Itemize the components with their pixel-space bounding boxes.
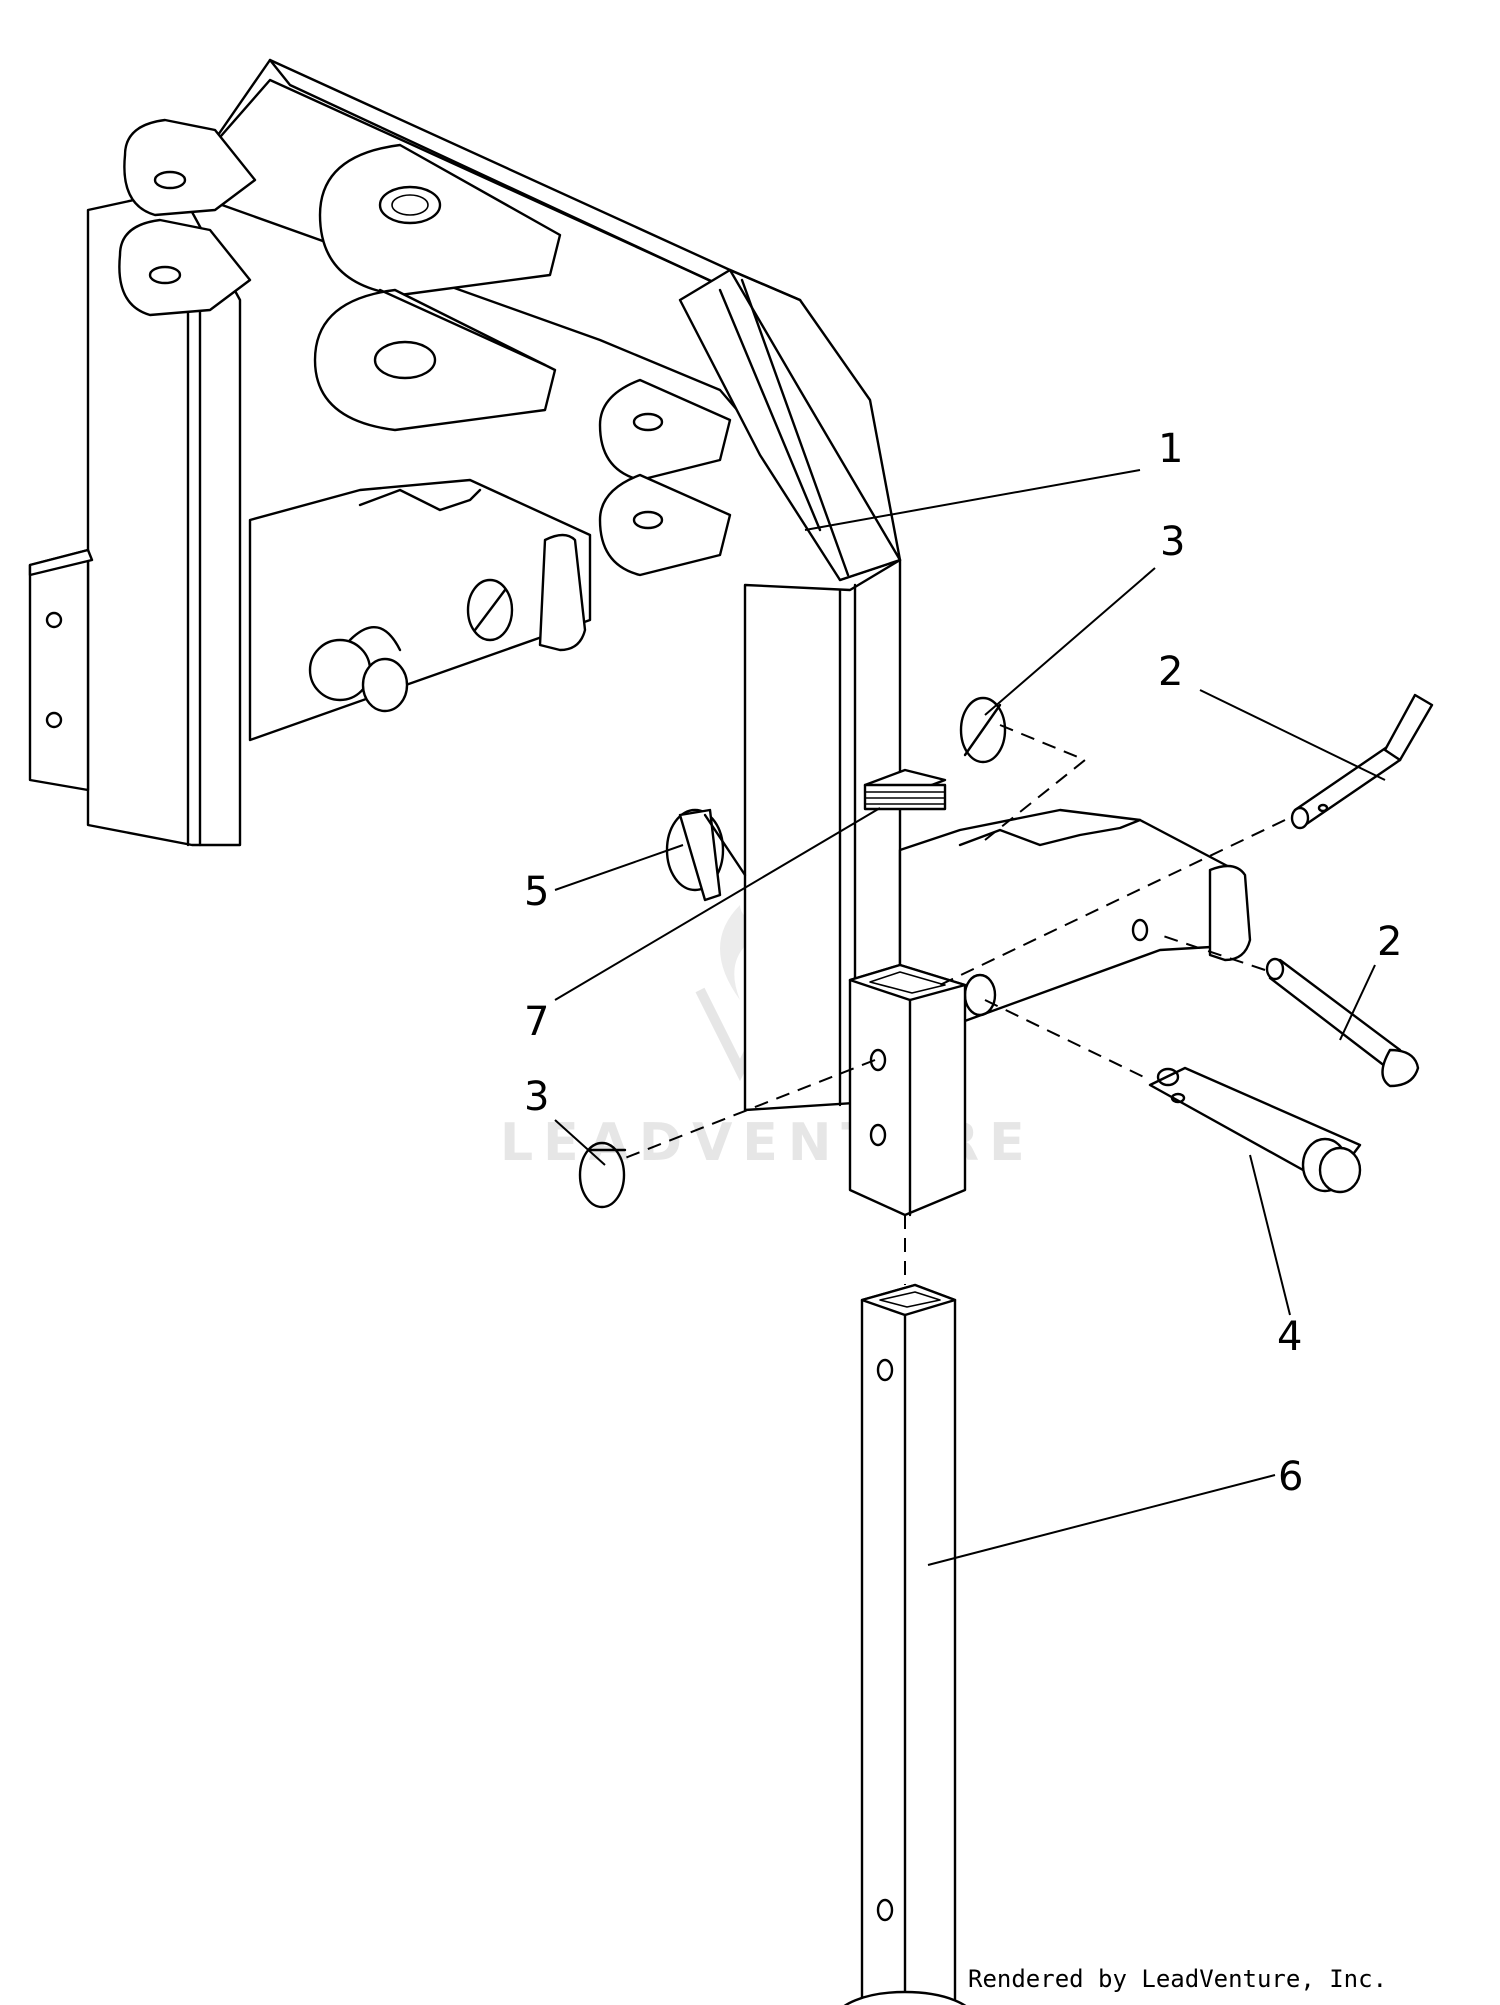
lug-bracket-right [598,378,732,577]
part-3-lynch-pin-upper [959,696,1007,764]
callout-2-lower: 2 [1377,919,1402,965]
part-5-hitch-clip [665,808,747,902]
part-2-pin-upper [1290,693,1434,830]
callouts: 1 3 2 2 5 7 3 4 6 [524,426,1402,1500]
part-7-cap [863,768,947,811]
leader-lines [554,469,1386,1566]
part-4-clevis-pin [1148,1066,1362,1194]
part-3-lynch-pin-lower [578,1141,627,1209]
callout-6: 6 [1278,1454,1303,1500]
callout-4: 4 [1277,1314,1302,1360]
callout-5: 5 [524,869,549,915]
part-2-pin-lower [1265,957,1420,1088]
slider-arm-left [248,478,592,742]
lug-bracket-top-middle [313,143,562,432]
receiver-sleeve [848,963,967,1217]
callout-3-upper: 3 [1160,519,1185,565]
callout-7: 7 [524,999,549,1045]
part-1-main-frame [28,58,1252,1217]
callout-1: 1 [1158,426,1183,472]
callout-3-lower: 3 [524,1074,549,1120]
slider-arm-right [898,808,1252,1042]
render-credit: Rendered by LeadVenture, Inc. [968,1965,1388,1993]
callout-2-upper: 2 [1158,649,1183,695]
assembly-lines [619,724,1286,1285]
part-6-stand-leg [843,1283,967,2005]
lug-bracket-top-left [118,118,257,317]
